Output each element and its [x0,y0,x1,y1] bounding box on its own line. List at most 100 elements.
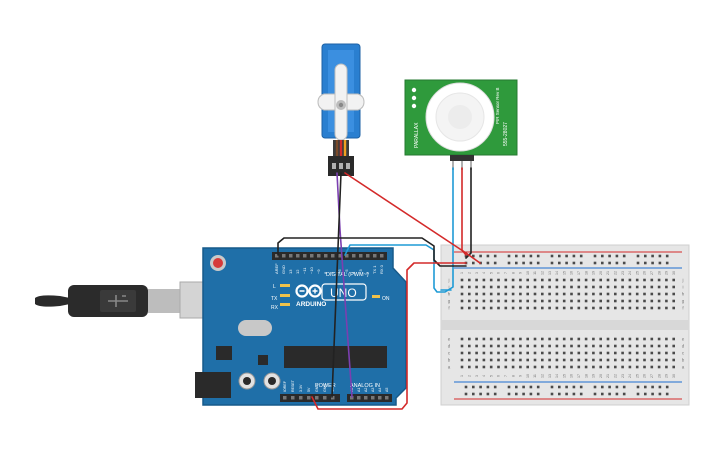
breadboard-hole[interactable] [599,344,602,348]
breadboard-hole[interactable] [555,351,559,355]
breadboard-hole[interactable] [515,385,518,389]
breadboard-hole[interactable] [460,278,464,282]
breadboard-hole[interactable] [584,337,588,341]
digital-pin[interactable] [296,254,300,258]
breadboard-hole[interactable] [635,299,639,303]
breadboard-hole[interactable] [489,306,493,310]
breadboard-hole[interactable] [643,285,646,289]
breadboard-hole[interactable] [536,392,540,396]
breadboard-hole[interactable] [497,337,500,341]
breadboard-hole[interactable] [482,306,486,310]
breadboard-hole[interactable] [606,278,610,282]
breadboard-hole[interactable] [628,278,632,282]
breadboard-hole[interactable] [657,337,661,341]
breadboard-hole[interactable] [572,254,576,258]
power-pin[interactable] [315,396,319,400]
breadboard-hole[interactable] [614,358,617,362]
breadboard-hole[interactable] [497,285,500,289]
breadboard-hole[interactable] [472,385,475,389]
breadboard-hole[interactable] [511,285,515,289]
breadboard-hole[interactable] [584,358,588,362]
breadboard-hole[interactable] [548,344,551,348]
breadboard-hole[interactable] [526,358,529,362]
breadboard-hole[interactable] [511,351,515,355]
breadboard-hole[interactable] [570,337,573,341]
breadboard-hole[interactable] [621,365,624,369]
breadboard-hole[interactable] [606,365,610,369]
digital-pin[interactable] [324,254,328,258]
breadboard-hole[interactable] [460,365,464,369]
breadboard-hole[interactable] [665,292,668,296]
breadboard-hole[interactable] [504,292,508,296]
breadboard-hole[interactable] [592,306,595,310]
breadboard-hole[interactable] [635,344,639,348]
breadboard-hole[interactable] [650,278,654,282]
breadboard-hole[interactable] [555,299,559,303]
breadboard-hole[interactable] [592,344,595,348]
breadboard-hole[interactable] [541,278,544,282]
breadboard-hole[interactable] [658,254,662,258]
breadboard-hole[interactable] [614,306,617,310]
breadboard-hole[interactable] [592,292,595,296]
breadboard-hole[interactable] [511,344,515,348]
breadboard-hole[interactable] [522,392,525,396]
breadboard-hole[interactable] [504,278,508,282]
breadboard-hole[interactable] [570,306,573,310]
breadboard-hole[interactable] [658,261,662,265]
breadboard-hole[interactable] [460,292,464,296]
breadboard-hole[interactable] [570,365,573,369]
breadboard-hole[interactable] [644,254,647,258]
breadboard-hole[interactable] [665,358,668,362]
breadboard-hole[interactable] [472,254,475,258]
breadboard-hole[interactable] [601,385,604,389]
breadboard-hole[interactable] [621,278,624,282]
breadboard-hole[interactable] [599,292,602,296]
breadboard-hole[interactable] [579,385,583,389]
breadboard-hole[interactable] [584,351,588,355]
breadboard-hole[interactable] [643,351,646,355]
breadboard-hole[interactable] [555,292,559,296]
breadboard-hole[interactable] [592,299,595,303]
breadboard-hole[interactable] [570,285,573,289]
breadboard-hole[interactable] [468,344,471,348]
breadboard-hole[interactable] [584,285,588,289]
breadboard-hole[interactable] [665,278,668,282]
breadboard-hole[interactable] [497,292,500,296]
breadboard-hole[interactable] [599,299,602,303]
breadboard-hole[interactable] [526,344,529,348]
breadboard-hole[interactable] [615,385,619,389]
breadboard-hole[interactable] [472,261,475,265]
breadboard-hole[interactable] [541,306,544,310]
digital-pin[interactable] [275,254,279,258]
breadboard-hole[interactable] [489,337,493,341]
breadboard-hole[interactable] [460,285,464,289]
breadboard-hole[interactable] [628,365,632,369]
breadboard-hole[interactable] [593,261,597,265]
breadboard-hole[interactable] [468,285,471,289]
breadboard-hole[interactable] [555,337,559,341]
breadboard-hole[interactable] [657,358,661,362]
breadboard-hole[interactable] [614,292,617,296]
breadboard-hole[interactable] [572,385,576,389]
breadboard-hole[interactable] [657,299,661,303]
breadboard-hole[interactable] [562,306,566,310]
breadboard-hole[interactable] [507,254,511,258]
digital-pin[interactable] [359,254,363,258]
digital-pin[interactable] [338,254,342,258]
analog-pin[interactable] [371,396,375,400]
breadboard-hole[interactable] [628,337,632,341]
breadboard-hole[interactable] [511,306,515,310]
breadboard-hole[interactable] [497,358,500,362]
breadboard-hole[interactable] [519,358,522,362]
breadboard-hole[interactable] [555,285,559,289]
breadboard-hole[interactable] [577,344,581,348]
breadboard-hole[interactable] [599,351,602,355]
breadboard-hole[interactable] [468,306,471,310]
breadboard-hole[interactable] [541,344,544,348]
breadboard-hole[interactable] [468,337,471,341]
breadboard-hole[interactable] [592,358,595,362]
breadboard-hole[interactable] [665,351,668,355]
breadboard-hole[interactable] [493,385,497,389]
breadboard-hole[interactable] [672,278,675,282]
breadboard-hole[interactable] [548,285,551,289]
